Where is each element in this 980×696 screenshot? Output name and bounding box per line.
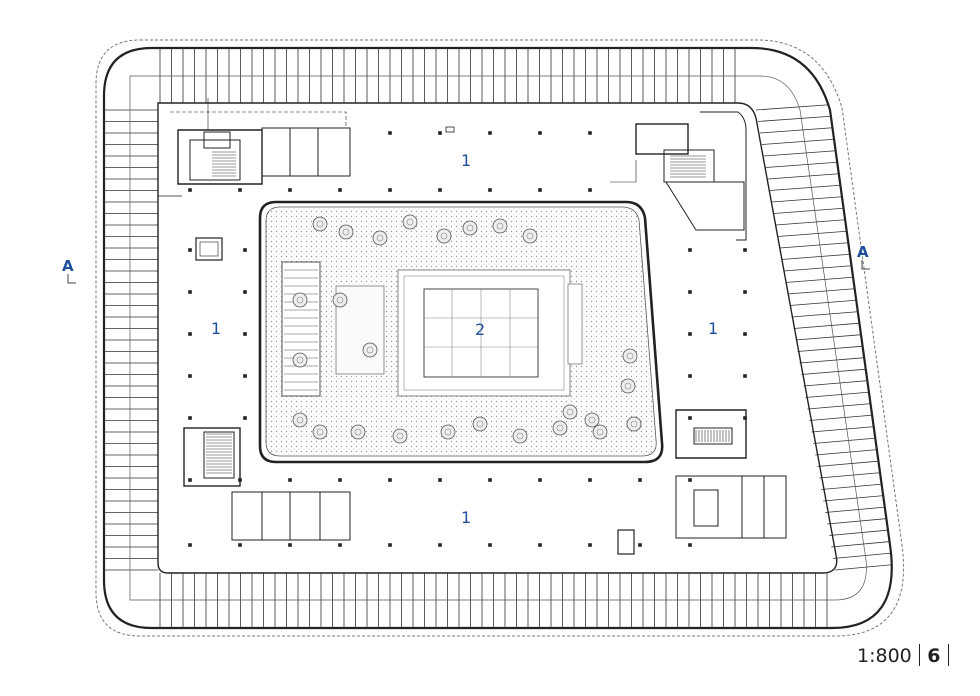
zone-label-south: 1 [461, 508, 472, 527]
outer-boundary [95, 39, 905, 637]
section-arrow-west-icon [67, 274, 76, 284]
service-cores [158, 98, 787, 555]
section-arrow-east-icon [861, 260, 870, 270]
structural-columns [188, 131, 747, 547]
separator-right [947, 644, 949, 666]
scale-and-page: 1:800 6 [857, 644, 956, 667]
scale-text: 1:800 [857, 645, 912, 667]
zone-label-courtyard: 2 [475, 320, 486, 339]
central-courtyard [258, 200, 664, 464]
zone-label-north: 1 [461, 151, 472, 170]
zone-label-east: 1 [708, 319, 719, 338]
separator-left [918, 644, 921, 666]
section-marker-west: A [62, 257, 74, 275]
page-number: 6 [927, 645, 941, 667]
zone-label-west: 1 [211, 319, 222, 338]
section-marker-east: A [857, 243, 869, 261]
parking-ring [104, 48, 892, 628]
courtyard-trees [292, 214, 642, 444]
